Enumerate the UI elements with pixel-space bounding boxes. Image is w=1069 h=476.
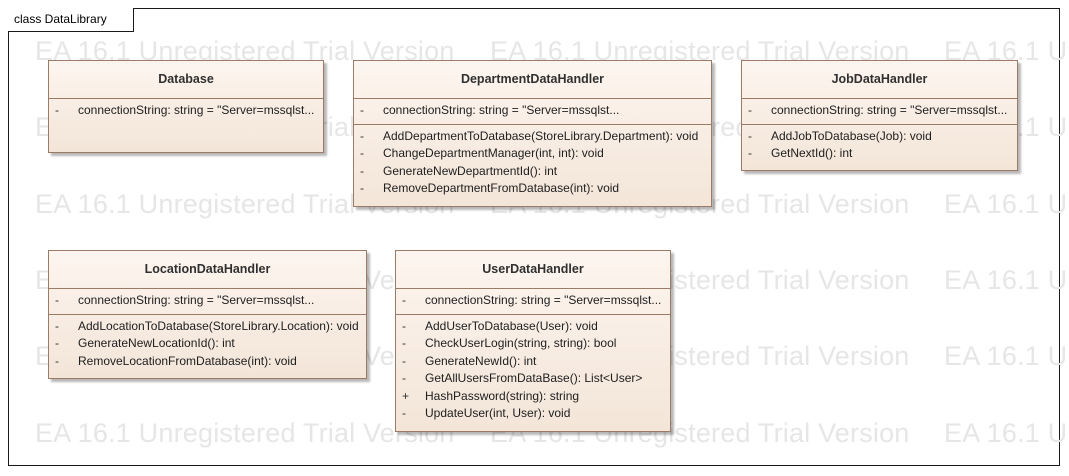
visibility-marker: - xyxy=(360,103,364,117)
visibility-marker: - xyxy=(748,103,752,117)
attribute-row: - connectionString: string = "Server=mss… xyxy=(396,292,670,310)
attribute-text: connectionString: string = "Server=mssql… xyxy=(78,103,315,117)
visibility-marker: - xyxy=(360,163,364,178)
visibility-marker: - xyxy=(360,181,364,195)
operation-row: - RemoveDepartmentFromDatabase(int): voi… xyxy=(354,180,711,198)
operation-text: HashPassword(string): string xyxy=(425,388,580,403)
operation-row: + HashPassword(string): string xyxy=(396,388,670,406)
operation-text: AddDepartmentToDatabase(StoreLibrary.Dep… xyxy=(383,128,699,143)
operations-compartment: - AddLocationToDatabase(StoreLibrary.Loc… xyxy=(49,313,366,375)
attribute-text: connectionString: string = "Server=mssql… xyxy=(78,293,315,307)
operation-row: - GenerateNewLocationId(): int xyxy=(49,335,366,353)
operation-row: - AddDepartmentToDatabase(StoreLibrary.D… xyxy=(354,128,711,146)
attributes-compartment: - connectionString: string = "Server=mss… xyxy=(742,98,1017,124)
attributes-compartment: - connectionString: string = "Server=mss… xyxy=(354,98,711,124)
diagram-frame-label: class DataLibrary xyxy=(14,12,107,26)
operations-compartment: - AddJobToDatabase(Job): void - GetNextI… xyxy=(742,123,1017,167)
operation-row: - ChangeDepartmentManager(int, int): voi… xyxy=(354,145,711,163)
operation-text: GenerateNewLocationId(): int xyxy=(78,336,235,350)
operation-text: UpdateUser(int, User): void xyxy=(425,406,571,420)
attribute-text: connectionString: string = "Server=mssql… xyxy=(771,103,1008,117)
class-name: JobDataHandler xyxy=(831,72,928,86)
visibility-marker: - xyxy=(402,353,406,368)
visibility-marker: - xyxy=(55,103,59,117)
visibility-marker: - xyxy=(55,336,59,350)
operation-row: - GetAllUsersFromDataBase(): List<User> xyxy=(396,370,670,388)
operations-compartment: - AddDepartmentToDatabase(StoreLibrary.D… xyxy=(354,123,711,202)
class-name: Database xyxy=(158,72,214,86)
visibility-marker: - xyxy=(748,128,752,143)
operation-text: RemoveDepartmentFromDatabase(int): void xyxy=(383,181,620,195)
diagram-frame-tab: class DataLibrary xyxy=(8,8,134,32)
visibility-marker: - xyxy=(55,353,59,368)
operation-row: - GenerateNewDepartmentId(): int xyxy=(354,163,711,181)
operations-compartment: - AddUserToDatabase(User): void - CheckU… xyxy=(396,313,670,427)
attributes-compartment: - connectionString: string = "Server=mss… xyxy=(49,98,323,124)
visibility-marker: - xyxy=(402,406,406,420)
operation-row: - GenerateNewId(): int xyxy=(396,353,670,371)
class-job-data-handler[interactable]: JobDataHandler - connectionString: strin… xyxy=(741,60,1018,171)
operation-text: AddLocationToDatabase(StoreLibrary.Locat… xyxy=(78,318,359,333)
operation-text: ChangeDepartmentManager(int, int): void xyxy=(383,146,604,160)
attributes-compartment: - connectionString: string = "Server=mss… xyxy=(49,288,366,314)
attribute-text: connectionString: string = "Server=mssql… xyxy=(383,103,620,117)
operation-text: AddUserToDatabase(User): void xyxy=(425,318,598,333)
operation-row: - CheckUserLogin(string, string): bool xyxy=(396,335,670,353)
attribute-row: - connectionString: string = "Server=mss… xyxy=(742,102,1017,120)
visibility-marker: - xyxy=(360,146,364,160)
operation-text: CheckUserLogin(string, string): bool xyxy=(425,336,617,350)
class-department-data-handler[interactable]: DepartmentDataHandler - connectionString… xyxy=(353,60,712,207)
class-name: UserDataHandler xyxy=(482,262,584,276)
operation-row: - AddLocationToDatabase(StoreLibrary.Loc… xyxy=(49,318,366,336)
operation-row: - GetNextId(): int xyxy=(742,145,1017,163)
operation-text: RemoveLocationFromDatabase(int): void xyxy=(78,353,297,368)
visibility-marker: + xyxy=(402,388,410,403)
visibility-marker: - xyxy=(402,293,406,307)
attribute-row: - connectionString: string = "Server=mss… xyxy=(354,102,711,120)
attribute-row: - connectionString: string = "Server=mss… xyxy=(49,102,323,120)
attributes-compartment: - connectionString: string = "Server=mss… xyxy=(396,288,670,314)
visibility-marker: - xyxy=(402,371,406,385)
visibility-marker: - xyxy=(748,146,752,160)
class-database[interactable]: Database - connectionString: string = "S… xyxy=(48,60,324,153)
operation-row: - AddJobToDatabase(Job): void xyxy=(742,128,1017,146)
attribute-row: - connectionString: string = "Server=mss… xyxy=(49,292,366,310)
visibility-marker: - xyxy=(55,293,59,307)
class-user-data-handler[interactable]: UserDataHandler - connectionString: stri… xyxy=(395,250,671,432)
visibility-marker: - xyxy=(360,128,364,143)
class-location-data-handler[interactable]: LocationDataHandler - connectionString: … xyxy=(48,250,367,379)
operation-row: - RemoveLocationFromDatabase(int): void xyxy=(49,353,366,371)
visibility-marker: - xyxy=(402,318,406,333)
operation-row: - UpdateUser(int, User): void xyxy=(396,405,670,423)
operation-row: - AddUserToDatabase(User): void xyxy=(396,318,670,336)
operation-text: GetNextId(): int xyxy=(771,146,853,160)
class-name: DepartmentDataHandler xyxy=(460,72,605,86)
operation-text: GenerateNewDepartmentId(): int xyxy=(383,163,558,178)
operation-text: GenerateNewId(): int xyxy=(425,353,537,368)
operation-text: AddJobToDatabase(Job): void xyxy=(771,128,932,143)
visibility-marker: - xyxy=(55,318,59,333)
visibility-marker: - xyxy=(402,336,406,350)
attribute-text: connectionString: string = "Server=mssql… xyxy=(425,293,662,307)
class-name: LocationDataHandler xyxy=(144,262,271,276)
operation-text: GetAllUsersFromDataBase(): List<User> xyxy=(425,371,643,385)
